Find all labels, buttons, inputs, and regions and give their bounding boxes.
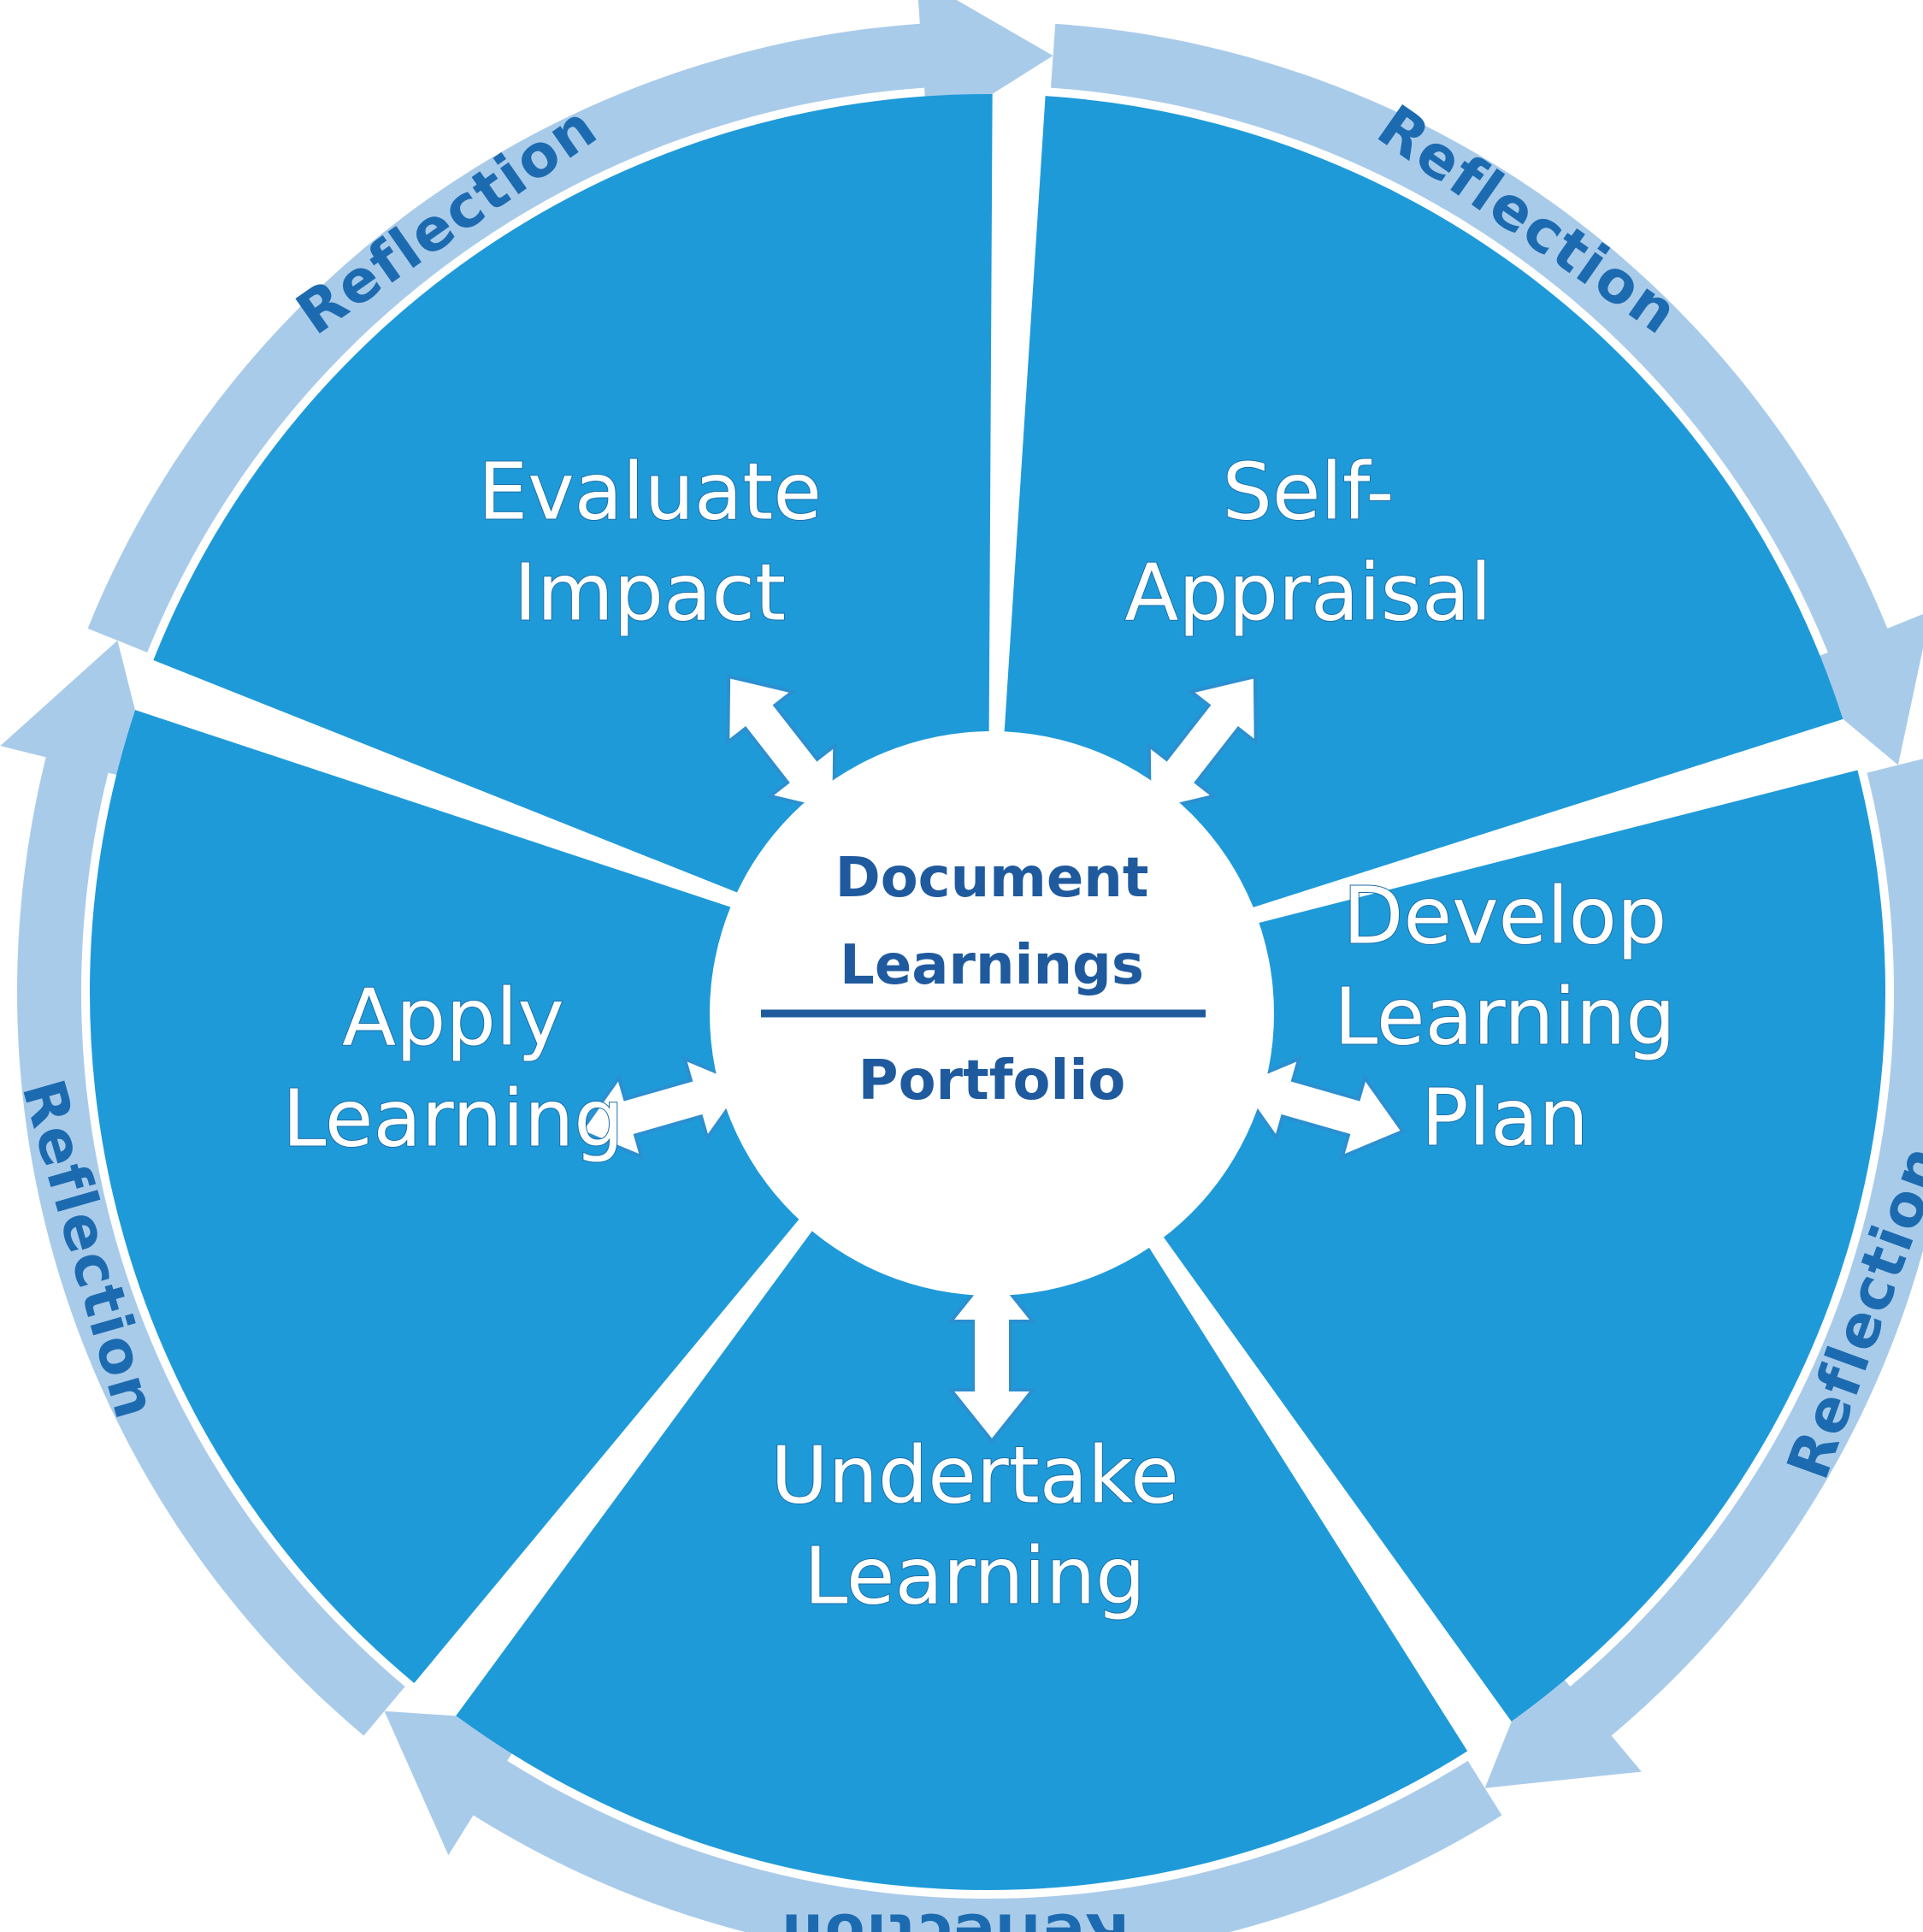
segment-label-apply-learning: Apply bbox=[342, 972, 564, 1063]
double-arrow-icon bbox=[947, 1267, 1037, 1445]
segment-label-evaluate-impact: Impact bbox=[514, 547, 786, 638]
segment-label-develop-learning-plan: Plan bbox=[1421, 1072, 1589, 1163]
segment-undertake-learning bbox=[456, 1019, 1468, 1890]
reflection-arrow bbox=[0, 640, 405, 1736]
double-arrow-icon bbox=[1147, 674, 1258, 814]
reflection-arrow bbox=[384, 1710, 1502, 1932]
double-arrow-icon bbox=[578, 1055, 748, 1160]
segment-label-undertake-learning: Undertake bbox=[770, 1429, 1179, 1521]
segment-label-self-appraisal: Self- bbox=[1222, 446, 1394, 537]
center-label-learnings: Learnings bbox=[840, 934, 1144, 997]
double-arrow-icon bbox=[1236, 1055, 1406, 1160]
reflection-arrow bbox=[87, 0, 1053, 653]
segment-label-apply-learning: Learning bbox=[282, 1072, 623, 1164]
segment-label-undertake-learning: Learning bbox=[804, 1530, 1145, 1622]
center-double-arrows bbox=[578, 674, 1406, 1445]
segment-label-self-appraisal: Appraisal bbox=[1124, 547, 1491, 638]
reflection-arrow bbox=[1050, 23, 1923, 765]
reflection-label: Reflection bbox=[780, 1900, 1130, 1932]
center-label-document: Document bbox=[835, 847, 1149, 910]
double-arrow-icon bbox=[726, 674, 837, 814]
segment-label-develop-learning-plan: Develop bbox=[1343, 870, 1667, 961]
segment-label-evaluate-impact: Evaluate bbox=[478, 446, 822, 537]
segment-labels: Self-AppraisalDevelopLearningPlanUnderta… bbox=[281, 445, 1676, 1622]
segment-label-develop-learning-plan: Learning bbox=[1334, 971, 1675, 1062]
center-label-portfolio: Portfolio bbox=[858, 1049, 1126, 1113]
